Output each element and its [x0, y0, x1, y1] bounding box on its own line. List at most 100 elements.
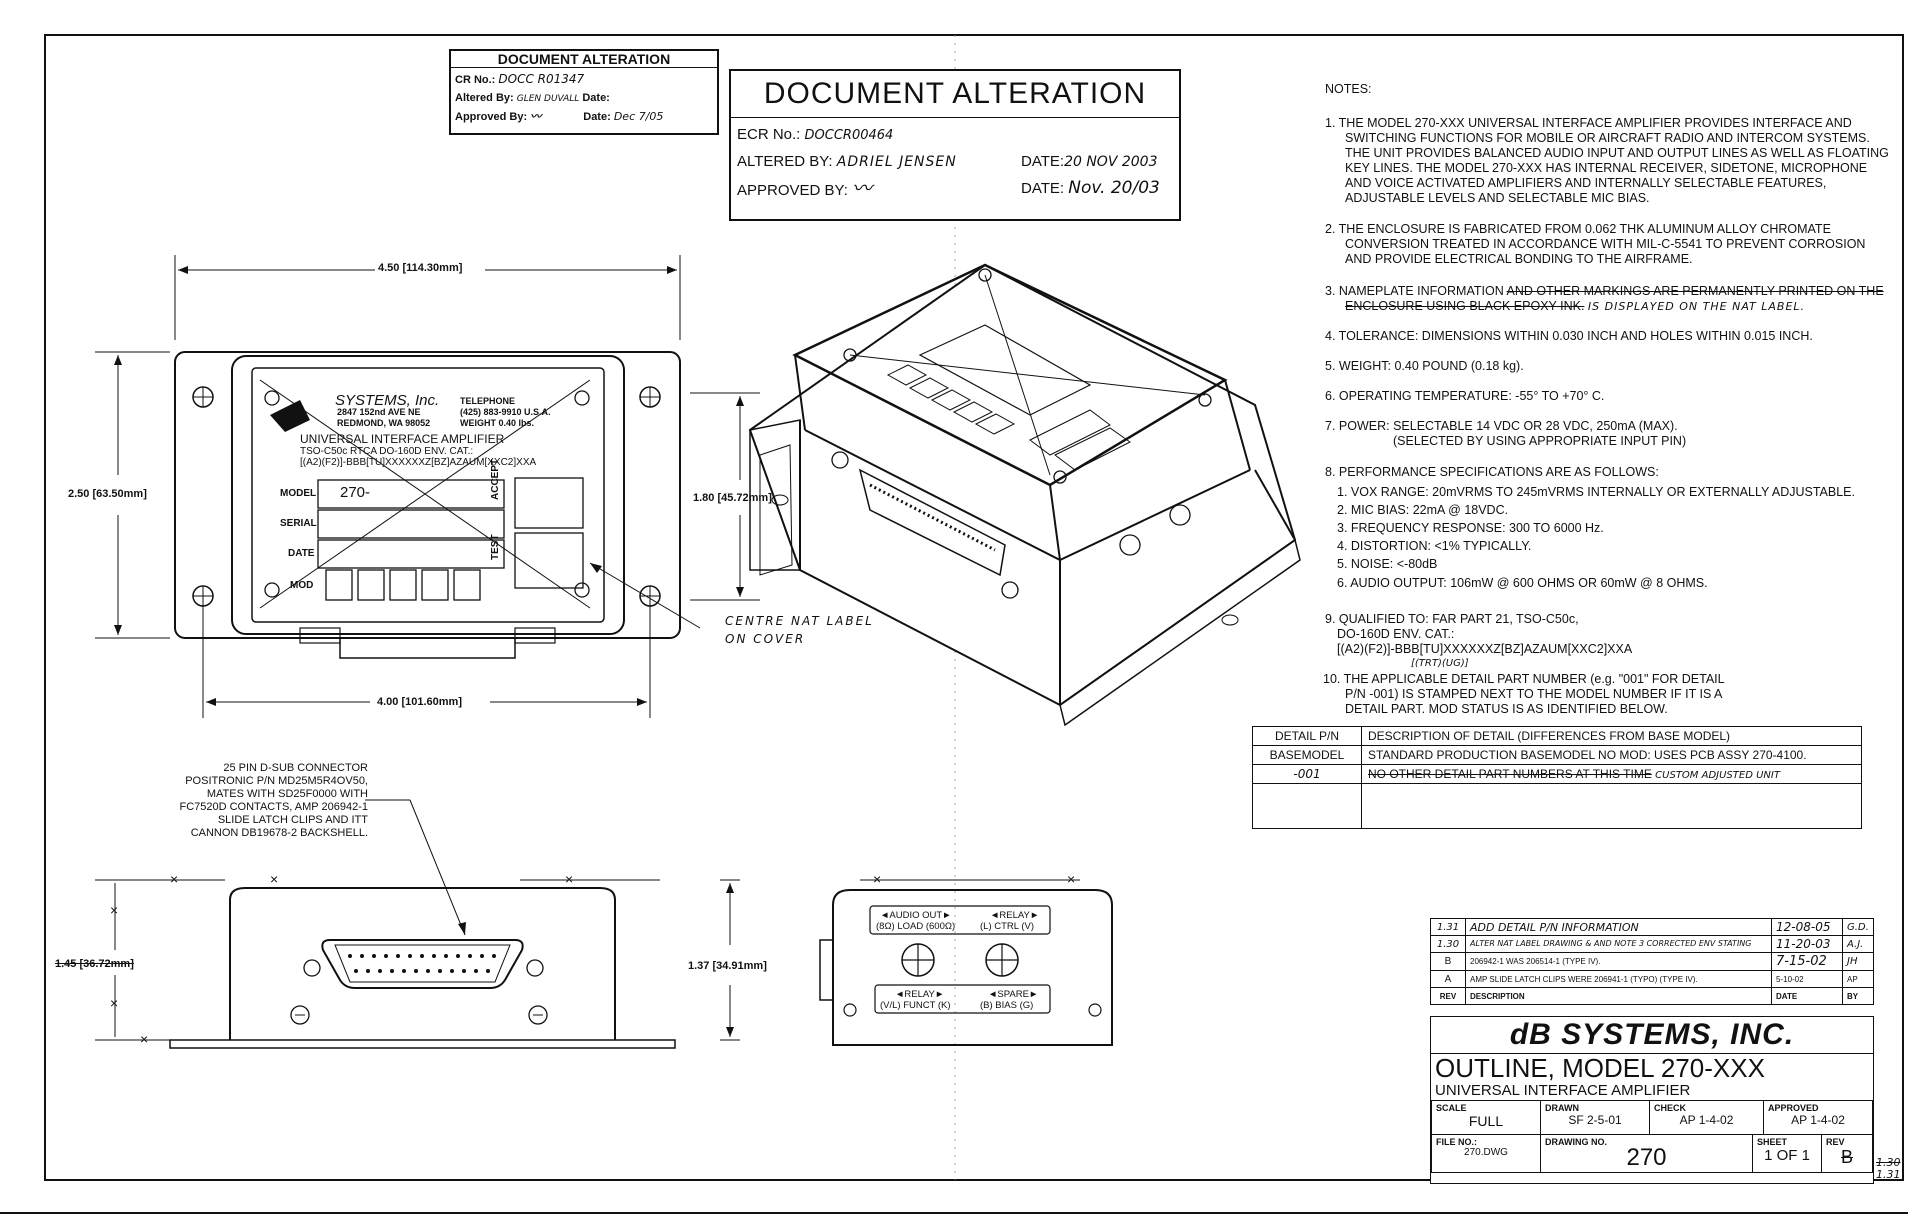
nameplate-address1: 2847 152nd AVE NE [337, 407, 421, 417]
connector-note-line: 25 PIN D-SUB CONNECTOR [223, 762, 368, 774]
svg-text:×: × [110, 995, 118, 1011]
connector-note-line: POSITRONIC P/N MD25M5R4OV50, [185, 775, 368, 787]
sheet-label: SHEET [1757, 1137, 1788, 1147]
rev-desc-cell: ALTER NAT LABEL DRAWING & AND NOTE 3 COR… [1465, 935, 1772, 953]
rev-new: 1.31 [1876, 1168, 1901, 1181]
revision-table: 1.31 ADD DETAIL P/N INFORMATION 12-08-05… [1430, 918, 1874, 1005]
rev-cell: 1.31 [1430, 918, 1466, 936]
altered-by-label: ALTERED BY: [737, 153, 833, 170]
note-4: 4. TOLERANCE: DIMENSIONS WITHIN 0.030 IN… [1325, 329, 1813, 343]
nameplate-cert1: TSO-C50c RTCA DO-160D ENV. CAT.: [300, 446, 474, 457]
connector-note-line: SLIDE LATCH CLIPS AND ITT [217, 814, 368, 826]
rev-desc-cell: 206942-1 WAS 206514-1 (TYPE IV). [1465, 952, 1772, 971]
approved-date-label: DATE: [1021, 180, 1065, 197]
stamp-title: DOCUMENT ALTERATION [451, 51, 717, 68]
table-row: 1.31 ADD DETAIL P/N INFORMATION 12-08-05… [1430, 918, 1874, 936]
scale-label: SCALE [1436, 1103, 1467, 1113]
signature-icon: 〰 [530, 110, 542, 123]
note-7-sub: (SELECTED BY USING APPROPRIATE INPUT PIN… [1393, 434, 1687, 448]
notes-heading: NOTES: [1325, 82, 1372, 96]
dim-height: 2.50 [63.50mm] [68, 488, 147, 500]
rev-date-cell: 11-20-03 [1771, 935, 1843, 953]
nameplate-address2: REDMOND, WA 98052 [337, 418, 431, 428]
dim-inner-height: 1.80 [45.72mm] [693, 492, 772, 504]
end-view-audio-out: ◄AUDIO OUT► [880, 910, 952, 921]
end-view-funct: (V/L) FUNCT (K) [880, 1000, 951, 1011]
drawing-title: OUTLINE, MODEL 270-XXX [1435, 1053, 1765, 1083]
note-8: 8. PERFORMANCE SPECIFICATIONS ARE AS FOL… [1325, 465, 1659, 479]
nameplate-weight: WEIGHT 0.40 lbs. [460, 418, 535, 428]
note-10: 10. THE APPLICABLE DETAIL PART NUMBER (e… [1323, 672, 1725, 716]
front-view [95, 255, 760, 718]
rev-header-cell: REV [1430, 987, 1466, 1005]
stamp-title: DOCUMENT ALTERATION [731, 71, 1179, 118]
note-3-struck: AND OTHER MARKINGS ARE PERMANENTLY PRINT… [1345, 284, 1884, 313]
scale-value: FULL [1468, 1113, 1504, 1129]
note-9-d: [(TRT)(UG)] [1411, 658, 1469, 669]
altered-date-value: 20 NOV 2003 [1064, 154, 1158, 170]
connector-note-line: CANNON DB19678-2 BACKSHELL. [190, 827, 368, 839]
approved-date-value: Dec 7/05 [613, 110, 664, 123]
rev-cell: B [1430, 952, 1466, 971]
note-9: 9. QUALIFIED TO: FAR PART 21, TSO-C50c, [1325, 612, 1579, 626]
rev-cell: 1.30 [1430, 935, 1466, 953]
table-row: B 206942-1 WAS 206514-1 (TYPE IV). 7-15-… [1430, 952, 1874, 971]
svg-text:×: × [110, 902, 118, 918]
note-2: 2. THE ENCLOSURE IS FABRICATED FROM 0.06… [1325, 222, 1866, 266]
side-view: × × × × × × [95, 799, 740, 1049]
table-row: 1.30 ALTER NAT LABEL DRAWING & AND NOTE … [1430, 935, 1874, 953]
table-row: A AMP SLIDE LATCH CLIPS WERE 206941-1 (T… [1430, 970, 1874, 988]
doc-alteration-stamp-large: DOCUMENT ALTERATION ECR No.: DOCCR00464 … [729, 69, 1181, 221]
cr-label: CR No.: [455, 74, 496, 86]
detail-handwritten-text: CUSTOM ADJUSTED UNIT [1655, 770, 1780, 781]
approved-date-label: Date: [583, 111, 611, 123]
centre-label-callout: CENTRE NAT LABEL ON COVER [725, 614, 874, 646]
isometric-view [748, 263, 1301, 727]
check-value: AP 1-4-02 [1679, 1113, 1734, 1127]
dim-hole-spacing: 4.00 [101.60mm] [377, 696, 462, 708]
detail-table: DETAIL P/N DESCRIPTION OF DETAIL (DIFFER… [1252, 726, 1862, 829]
nameplate-product: UNIVERSAL INTERFACE AMPLIFIER [300, 432, 505, 446]
rev-desc-cell: AMP SLIDE LATCH CLIPS WERE 206941-1 (TYP… [1465, 970, 1772, 988]
altered-date-label: DATE: [1021, 153, 1065, 170]
rev-value: B [1840, 1147, 1853, 1167]
svg-text:×: × [270, 871, 278, 887]
note-3: 3. NAMEPLATE INFORMATION AND OTHER MARKI… [1325, 284, 1890, 314]
detail-header-pn: DETAIL P/N [1252, 726, 1362, 746]
nameplate-cert2: [(A2)(F2)]-BBB[TU]XXXXXXZ[BZ]AZAUM[XXC2]… [300, 457, 537, 468]
end-view-bias: (B) BIAS (G) [980, 1000, 1034, 1011]
rev-by-cell: JH [1842, 952, 1874, 971]
drawing-subtitle: UNIVERSAL INTERFACE AMPLIFIER [1431, 1082, 1873, 1101]
detail-cell-basemodel: BASEMODEL [1252, 745, 1362, 765]
drawing-no-label: DRAWING NO. [1545, 1137, 1607, 1147]
rev-date-cell: 7-15-02 [1771, 952, 1843, 971]
ecr-value: DOCCR00464 [804, 128, 894, 143]
end-view-relay2: ◄RELAY► [895, 989, 945, 1000]
rev-header-cell: DATE [1771, 987, 1843, 1005]
approved-label: APPROVED [1768, 1103, 1819, 1113]
table-row: REV DESCRIPTION DATE BY [1430, 987, 1874, 1005]
accept-label: ACCEPT [490, 458, 501, 500]
note-5: 5. WEIGHT: 0.40 POUND (0.18 kg). [1325, 359, 1524, 373]
approved-date-value: Nov. 20/03 [1068, 178, 1160, 198]
file-value: 270.DWG [1464, 1147, 1508, 1158]
file-label: FILE NO.: [1436, 1137, 1477, 1147]
serial-label: SERIAL [280, 518, 317, 529]
cr-value: DOCC R01347 [498, 72, 585, 86]
rev-header-cell: BY [1842, 987, 1874, 1005]
rev-header-cell: DESCRIPTION [1465, 987, 1772, 1005]
end-view: × × [819, 871, 1113, 1046]
note-8-4: 4. DISTORTION: <1% TYPICALLY. [1337, 539, 1532, 553]
rev-by-cell: AP [1842, 970, 1874, 988]
svg-text:×: × [140, 1031, 148, 1047]
mod-label: MOD [290, 580, 314, 591]
rev-desc-cell: ADD DETAIL P/N INFORMATION [1465, 918, 1772, 936]
connector-note: 25 PIN D-SUB CONNECTOR POSITRONIC P/N MD… [118, 762, 368, 840]
drawing-no-value: 270 [1626, 1144, 1667, 1171]
detail-struck-text: NO OTHER DETAIL PART NUMBERS AT THIS TIM… [1368, 767, 1652, 781]
title-block: dB SYSTEMS, INC. OUTLINE, MODEL 270-XXX … [1430, 1016, 1874, 1184]
note-9-b: DO-160D ENV. CAT.: [1337, 627, 1455, 641]
note-8-1: 1. VOX RANGE: 20mVRMS TO 245mVRMS INTERN… [1337, 485, 1855, 499]
note-8-5: 5. NOISE: <-80dB [1337, 557, 1438, 571]
